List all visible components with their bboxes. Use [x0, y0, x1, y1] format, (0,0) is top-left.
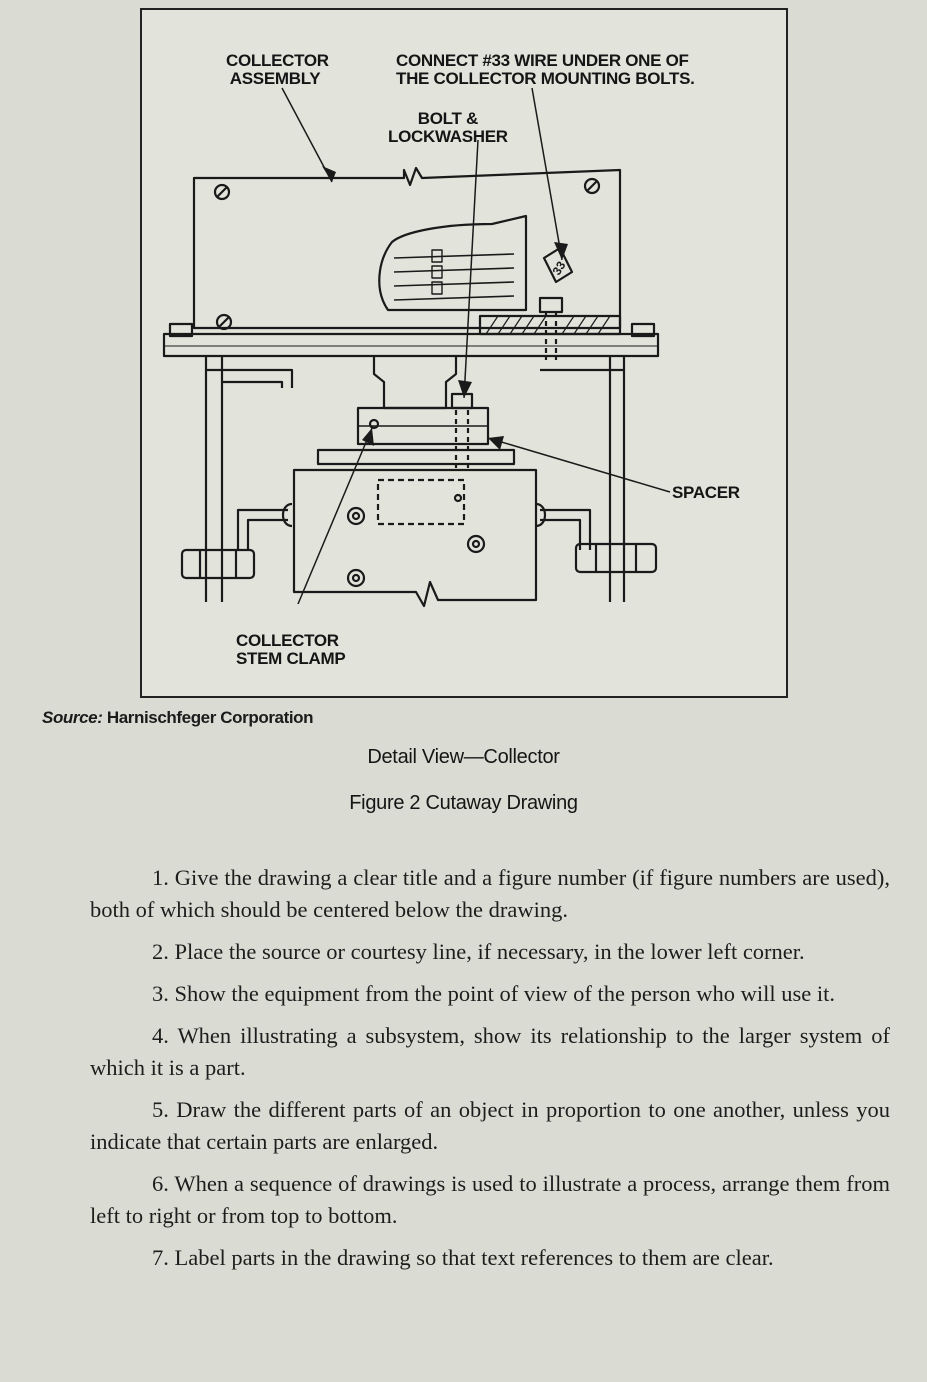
leader-bolt-lockwasher: [463, 139, 479, 399]
left-stud: [236, 502, 293, 550]
callout-connect-wire: CONNECT #33 WIRE UNDER ONE OF THE COLLEC…: [396, 51, 695, 88]
collector-stem: [372, 356, 458, 410]
callout-spacer: SPACER: [672, 483, 740, 502]
guideline-item: 4. When illustrating a subsystem, show i…: [90, 1023, 890, 1080]
guideline-item: 1. Give the drawing a clear title and a …: [90, 865, 890, 922]
left-bracket: [204, 356, 294, 602]
source-text: Harnischfeger Corporation: [106, 708, 314, 727]
callout-bolt-lockwasher: BOLT & LOCKWASHER: [388, 109, 508, 146]
guidelines-list: 1. Give the drawing a clear title and a …: [90, 862, 890, 1284]
guideline-item: 5. Draw the different parts of an object…: [90, 1097, 890, 1154]
screw-lower-left: [215, 313, 233, 331]
caption-detail-view: Detail View—Collector: [367, 746, 560, 768]
motor-housing: [292, 468, 538, 608]
mounting-plate: [162, 332, 660, 358]
left-nut: [180, 548, 256, 580]
callout-collector-assembly: COLLECTOR ASSEMBLY: [226, 51, 329, 88]
guideline-item: 6. When a sequence of drawings is used t…: [90, 1171, 890, 1228]
right-stud: [535, 502, 592, 550]
collector-housing: [192, 166, 622, 330]
source-label: Source:: [42, 708, 103, 727]
spacer: [316, 448, 516, 466]
wire-33-tag: [542, 246, 574, 284]
leader-collector-assembly: [281, 87, 333, 183]
leader-stem-clamp: [297, 427, 373, 605]
leader-connect-wire: [531, 87, 563, 261]
guideline-item: 2. Place the source or courtesy line, if…: [152, 939, 805, 964]
mounting-bolt-head: [538, 296, 564, 314]
clamp-bolt: [450, 392, 474, 410]
figure-title: Figure 2 Cutaway Drawing: [349, 792, 578, 814]
right-nut: [574, 542, 658, 574]
guideline-item: 7. Label parts in the drawing so that te…: [152, 1245, 774, 1270]
source-line: Source: Harnischfeger Corporation: [42, 708, 314, 728]
guideline-item: 3. Show the equipment from the point of …: [152, 981, 836, 1006]
leader-spacer: [487, 437, 671, 493]
screw-top-left: [213, 183, 231, 201]
figure-frame: 33 COLLECTOR ASSEMBLY CONNECT #33 WIRE U…: [140, 8, 788, 698]
collector-cutaway-drawing: 33: [162, 87, 671, 608]
cutaway-section: [478, 314, 622, 336]
right-bracket: [540, 356, 626, 602]
screw-top-right: [583, 177, 601, 195]
callout-stem-clamp: COLLECTOR STEM CLAMP: [236, 631, 346, 668]
collector-ring-stack: [378, 214, 528, 312]
